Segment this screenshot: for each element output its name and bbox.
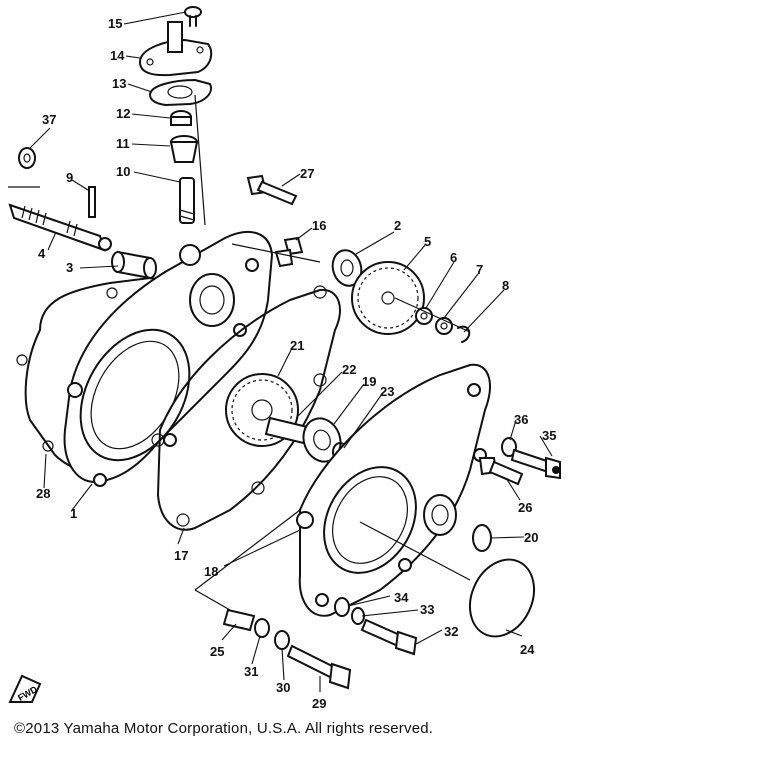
bolt-35 (510, 448, 561, 480)
callout-12: 12 (116, 106, 130, 121)
washer-31 (254, 618, 270, 638)
callout-5: 5 (424, 234, 431, 249)
copyright-notice: ©2013 Yamaha Motor Corporation, U.S.A. A… (14, 720, 434, 737)
bolt-32 (360, 618, 418, 656)
gasket-17 (151, 285, 341, 531)
bolt-16 (274, 236, 304, 268)
callout-29: 29 (312, 696, 326, 711)
callout-17: 17 (174, 548, 188, 563)
callout-23: 23 (380, 384, 394, 399)
callout-24: 24 (520, 642, 535, 657)
cover-18 (296, 363, 491, 617)
washer-30 (274, 630, 290, 650)
sprocket-5 (351, 261, 425, 335)
worm-shaft-4 (8, 203, 112, 252)
bushing-3 (111, 250, 157, 280)
bolt-27 (246, 174, 298, 206)
bearing-19 (302, 417, 342, 463)
callout-35: 35 (542, 428, 556, 443)
bushing-11 (169, 135, 199, 163)
callout-leaders (29, 11, 553, 692)
callout-37: 37 (42, 112, 56, 127)
washer-6 (415, 307, 433, 325)
washer-34 (334, 597, 350, 617)
callout-16: 16 (312, 218, 326, 233)
callout-28: 28 (36, 486, 50, 501)
callout-36: 36 (514, 412, 528, 427)
dowel-pin-25 (222, 608, 256, 632)
washer-36 (501, 437, 517, 457)
callout-1: 1 (70, 506, 77, 521)
screw-15 (184, 6, 202, 27)
seal-12 (170, 110, 192, 126)
callout-19: 19 (362, 374, 376, 389)
bolt-29 (286, 644, 352, 690)
bearing-2 (331, 249, 363, 287)
callout-9: 9 (66, 170, 73, 185)
callout-7: 7 (476, 262, 483, 277)
callout-6: 6 (450, 250, 457, 265)
assembly-guide-lines (8, 94, 471, 611)
fwd-arrow-icon: FWD (8, 674, 42, 703)
callout-25: 25 (210, 644, 224, 659)
callout-11: 11 (116, 136, 130, 151)
callout-34: 34 (394, 590, 409, 605)
o-ring-24 (468, 558, 536, 638)
gasket-13 (149, 79, 212, 106)
callout-14: 14 (110, 48, 125, 63)
callout-15: 15 (108, 16, 122, 31)
callout-30: 30 (276, 680, 290, 695)
callout-27: 27 (300, 166, 314, 181)
callout-26: 26 (518, 500, 532, 515)
callout-21: 21 (290, 338, 304, 353)
callout-10: 10 (116, 164, 130, 179)
callout-20: 20 (524, 530, 538, 545)
pin-9 (88, 186, 96, 218)
callout-8: 8 (502, 278, 509, 293)
callout-18: 18 (204, 564, 218, 579)
washer-37 (18, 147, 36, 169)
callout-labels: 15 14 13 12 11 10 9 37 4 3 27 16 2 5 6 7… (36, 16, 556, 711)
callout-4: 4 (38, 246, 46, 261)
housing-1 (63, 230, 274, 487)
callout-31: 31 (244, 664, 258, 679)
callout-13: 13 (112, 76, 126, 91)
callout-32: 32 (444, 624, 458, 639)
callout-22: 22 (342, 362, 356, 377)
circlip-20 (472, 524, 492, 552)
drive-gear-10 (179, 177, 195, 224)
fitting-14 (138, 21, 213, 77)
callout-2: 2 (394, 218, 401, 233)
bolt-26 (478, 457, 524, 486)
callout-3: 3 (66, 260, 73, 275)
callout-33: 33 (420, 602, 434, 617)
